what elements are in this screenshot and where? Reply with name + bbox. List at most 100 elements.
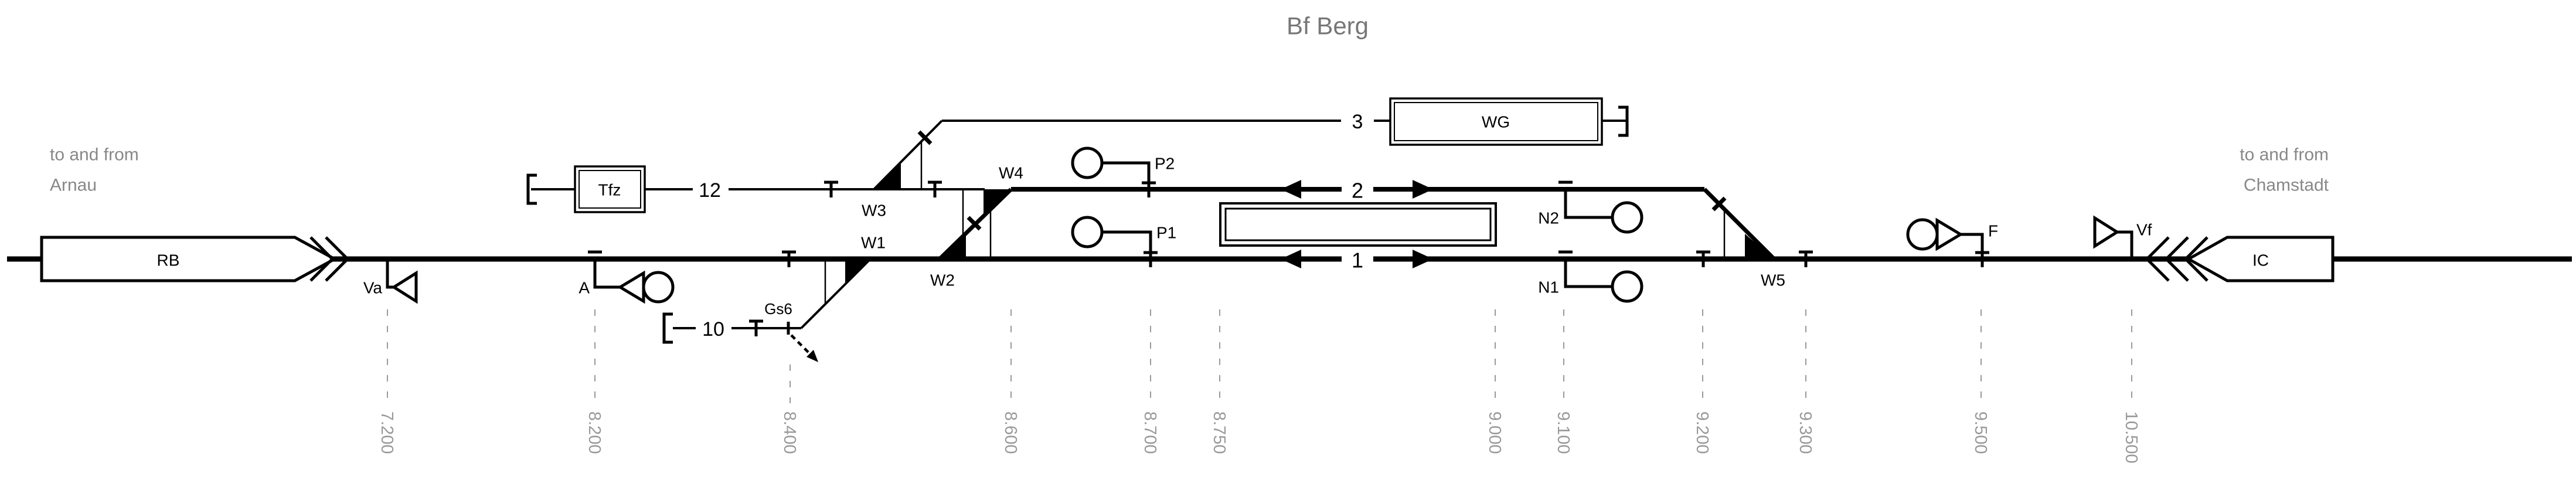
ic-train: IC	[2145, 236, 2335, 282]
switch-w5-wedge	[1745, 234, 1774, 259]
derailer-arrow-shaft	[790, 334, 811, 355]
ic-train-label: IC	[2252, 251, 2269, 270]
km-mark-label: 8.750	[1210, 411, 1229, 454]
page-title: Bf Berg	[1287, 12, 1369, 40]
distant-signal-icon	[2093, 215, 2120, 249]
km-mark-label: 10.500	[2122, 411, 2141, 464]
wg-building: WG	[1389, 97, 1603, 146]
stop-marker-main-2906	[1696, 250, 1710, 267]
main-signal-icon	[1611, 270, 1643, 303]
switch-w4-label: W4	[999, 164, 1023, 182]
ic-chevron-2	[2164, 236, 2189, 282]
main-signal-icon	[1071, 146, 1104, 179]
switch-w1-label: W1	[861, 234, 886, 252]
track-1-label-gap	[1342, 249, 1373, 269]
joint-tick-w2	[967, 216, 982, 231]
signal-f-label: F	[1988, 222, 1998, 240]
signal-f: F	[1906, 217, 1998, 267]
switch-w2-wedge	[940, 233, 966, 259]
km-mark-label: 8.700	[1141, 411, 1159, 454]
track-2-right-arrow	[1413, 180, 1433, 199]
signal-p1: P1	[1071, 216, 1176, 267]
derailer-arrow-head	[807, 350, 818, 362]
switch-w5-diagonal	[1703, 188, 1776, 261]
signal-va: Va	[363, 259, 418, 304]
buffer-stops	[526, 105, 1629, 344]
signal-a-mast	[593, 259, 620, 289]
tfz-building: Tfz	[574, 165, 646, 213]
signal-n2: N2	[1538, 180, 1643, 234]
rb-chevron-1	[309, 236, 335, 282]
signal-a: A	[579, 250, 675, 304]
km-mark-label: 8.200	[585, 411, 604, 454]
joint-ticks	[917, 130, 1727, 231]
stop-marker-track12-1418	[824, 180, 838, 197]
wg-box-inner	[1394, 102, 1598, 141]
switch-w5-label: W5	[1761, 271, 1785, 289]
km-mark-label: 9.100	[1554, 411, 1573, 454]
signal-p1-mast	[1102, 230, 1152, 267]
platform-inner	[1224, 207, 1492, 241]
main-signal-icon	[1906, 218, 1939, 251]
distant-signal-icon	[391, 270, 418, 304]
signal-p1-label: P1	[1156, 224, 1176, 242]
track-number-labels: 1 2 3 10 12	[699, 111, 1363, 340]
rb-train-label: RB	[157, 251, 180, 270]
rb-chevron-2	[325, 236, 350, 282]
switch-w1-diagonal	[800, 258, 872, 329]
signal-f-mast	[1961, 233, 1984, 267]
signal-vf-mast	[2117, 230, 2133, 259]
tfz-box-outer	[574, 165, 646, 213]
stop-marker-main-3081	[1799, 250, 1813, 267]
wg-label: WG	[1482, 113, 1510, 131]
switch-w2-label: W2	[930, 271, 955, 289]
main-signal-icon	[642, 271, 675, 304]
track-3-number: 3	[1352, 111, 1363, 133]
track-10-number: 10	[702, 318, 724, 340]
track-12-number: 12	[699, 179, 721, 202]
joint-tick-w3	[917, 130, 933, 145]
switch-w3-wedge	[873, 162, 901, 189]
stop-marker-track12-1595	[928, 180, 942, 197]
signal-n1: N1	[1538, 250, 1643, 303]
route-left-line2: Arnau	[50, 176, 97, 195]
signal-n1-mast	[1564, 259, 1612, 288]
direction-arrows	[1281, 180, 1433, 268]
signal-p2: P2	[1071, 146, 1175, 197]
buffer-stop-track3	[1618, 105, 1629, 137]
signal-va-label: Va	[363, 279, 383, 297]
route-right-line2: Chamstadt	[2244, 176, 2329, 195]
route-right-line1: to and from	[2240, 145, 2329, 165]
ic-chevron-1	[2145, 236, 2170, 282]
platform-outer	[1219, 202, 1497, 247]
km-mark-label: 9.300	[1796, 411, 1815, 454]
main-signal-icon	[1071, 216, 1104, 248]
switch-w3-label: W3	[862, 202, 886, 220]
signal-n1-label: N1	[1538, 278, 1559, 297]
rb-train-body	[40, 236, 338, 282]
signal-p2-mast	[1102, 161, 1151, 197]
switch-w1-wedge	[845, 259, 870, 284]
track-1-right-arrow	[1413, 250, 1433, 268]
buffer-stop-track10	[662, 312, 673, 344]
track-1-number: 1	[1352, 248, 1363, 272]
track-1-left-arrow	[1281, 250, 1301, 268]
km-mark-label: 7.200	[377, 411, 396, 454]
stop-markers	[749, 180, 1813, 336]
tfz-box-inner	[579, 170, 641, 209]
buffer-stop-track12	[526, 173, 537, 205]
signal-vf-label: Vf	[2136, 221, 2152, 239]
fouling-point-markers	[824, 141, 1726, 304]
track-2-left-arrow	[1281, 180, 1301, 199]
switch-labels: W3 W1 W2 W4 W5 Gs6	[764, 164, 1785, 318]
ic-chevron-3	[2183, 236, 2209, 282]
derailer-gs6-label: Gs6	[764, 300, 792, 318]
signal-a-label: A	[579, 279, 590, 297]
km-mark-label: 9.000	[1485, 411, 1504, 454]
derailer-gs6	[790, 334, 818, 362]
rb-train: RB	[40, 236, 350, 282]
stop-marker-main-1346	[782, 250, 796, 267]
platform	[1219, 202, 1497, 247]
track-2-label-gap	[1342, 179, 1373, 199]
